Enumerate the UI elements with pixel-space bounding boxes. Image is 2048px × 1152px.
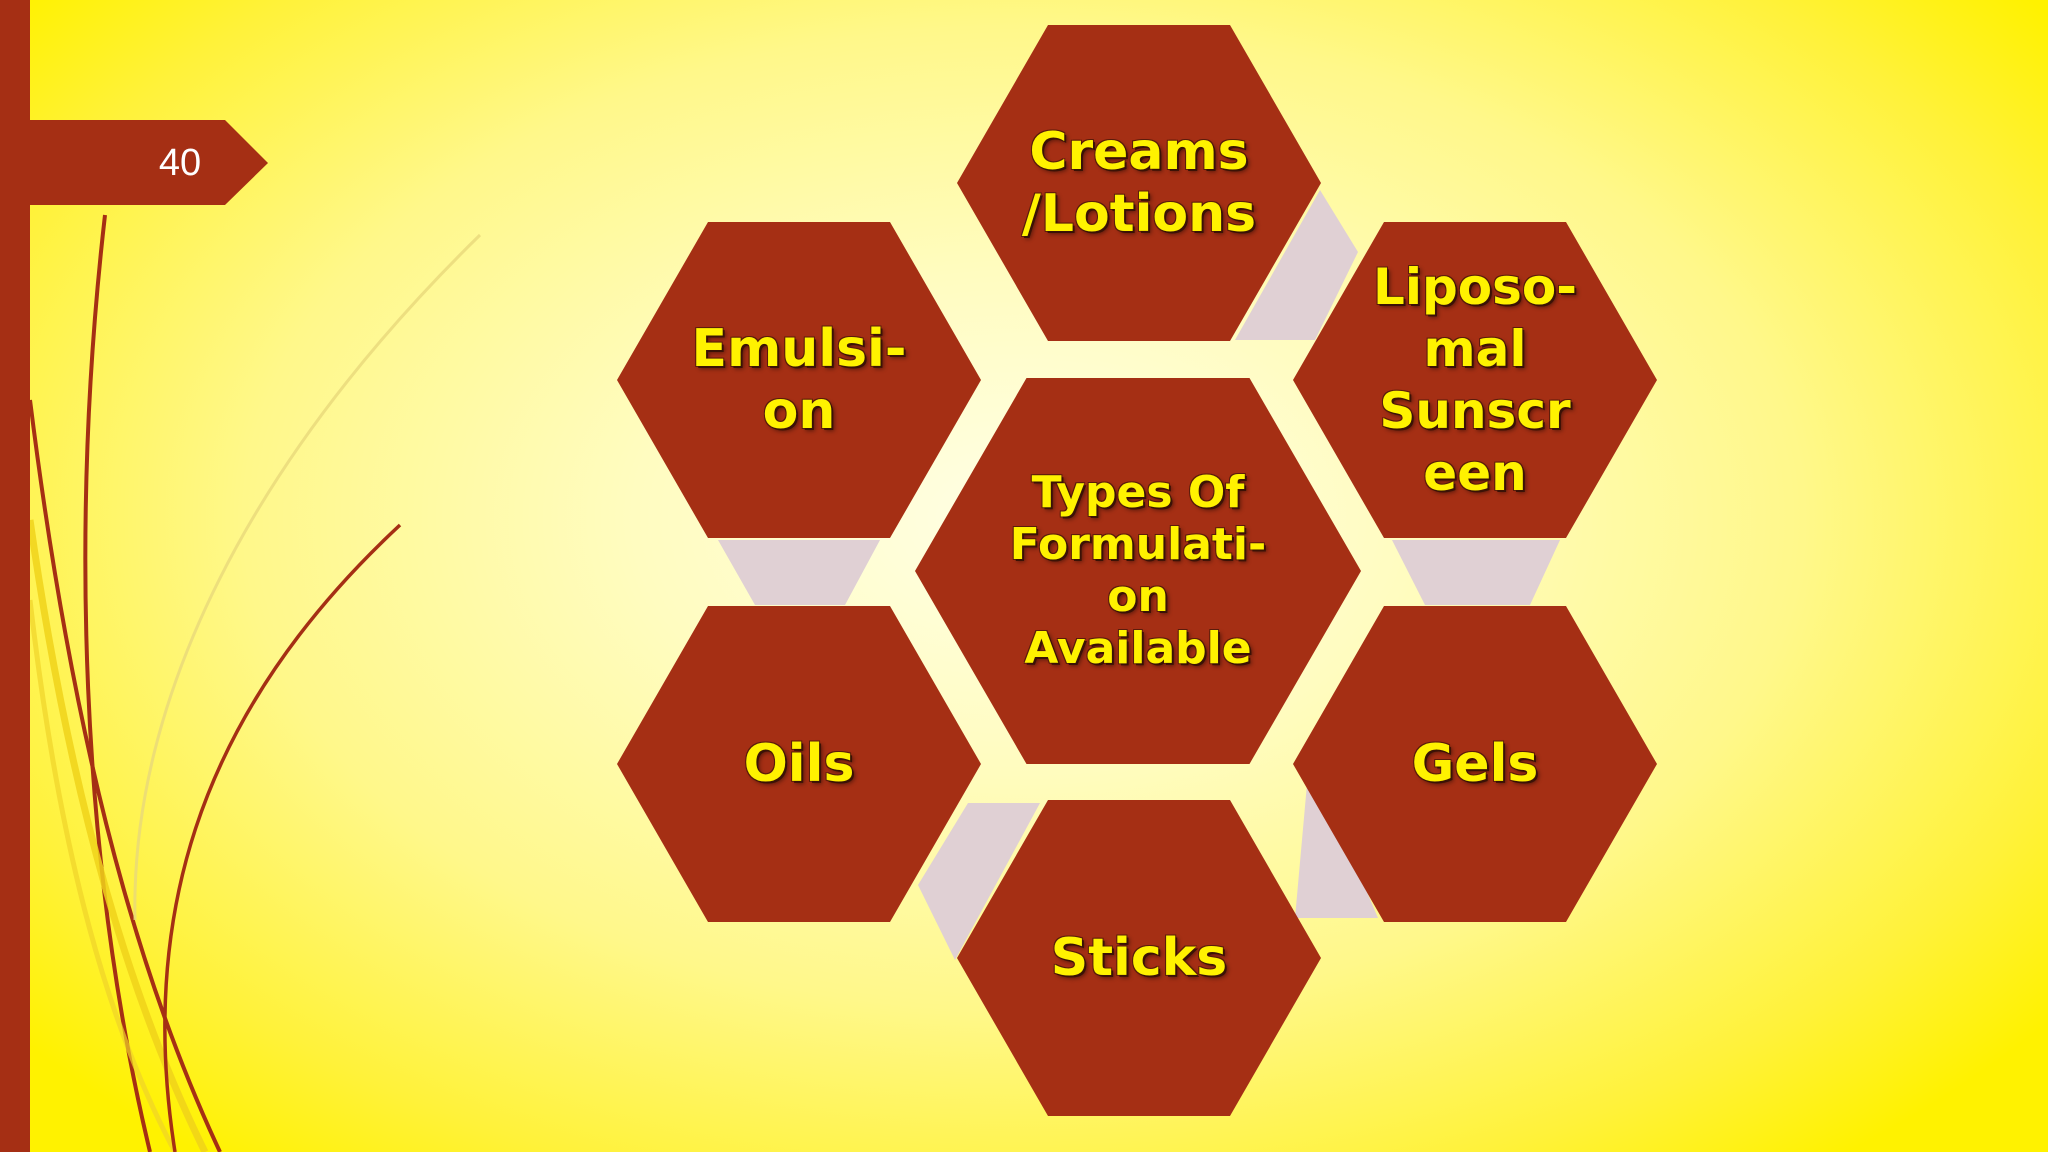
hexagon-emulsion — [617, 222, 981, 538]
hexagon-label-line: on — [1107, 571, 1169, 622]
hexagon-label-gels: Gels — [1293, 606, 1657, 922]
hexagon-label-line: Types Of — [1031, 467, 1245, 518]
hexagon-gels — [1293, 606, 1657, 922]
hexagon-oils — [617, 606, 981, 922]
hexagon-label-line: Liposo- — [1372, 258, 1577, 316]
connector-2 — [1392, 540, 1560, 605]
hexagon-label-line: Gels — [1411, 734, 1539, 794]
hexagon-sticks — [957, 800, 1321, 1116]
hexagon-label-line: een — [1423, 444, 1527, 502]
hexagon-label-line: Sunscr — [1379, 382, 1571, 440]
hexagon-label-oils: Oils — [617, 606, 981, 922]
hexagon-label-line: Available — [1024, 623, 1252, 674]
hexagon-label-line: Sticks — [1050, 928, 1228, 988]
hexagon-label-sticks: Sticks — [957, 800, 1321, 1116]
connector-5 — [718, 540, 880, 605]
page-number-badge — [0, 120, 268, 205]
connector-1 — [1235, 190, 1358, 340]
connector-3 — [1295, 773, 1378, 918]
hexagon-label-line: Oils — [743, 734, 855, 794]
hexagon-label-line: /Lotions — [1021, 184, 1257, 244]
hexagon-liposomal — [1293, 222, 1657, 538]
connectors — [718, 190, 1560, 960]
hexagon-label-line: Emulsi- — [691, 319, 907, 379]
hexagon-label-line: on — [762, 381, 836, 441]
connector-4 — [918, 803, 1040, 960]
hexagon-label-line: Formulati- — [1009, 519, 1267, 570]
hexagon-label-line: Creams — [1029, 122, 1249, 182]
hexagon-creams — [957, 25, 1321, 341]
hexagons — [617, 25, 1657, 1116]
hexagon-label-creams: Creams/Lotions — [957, 25, 1321, 341]
page-number: 40 — [158, 142, 202, 184]
hexagon-label-line: mal — [1423, 320, 1527, 378]
hexagon-label-emulsion: Emulsi-on — [617, 222, 981, 538]
hexagon-center — [915, 378, 1361, 764]
